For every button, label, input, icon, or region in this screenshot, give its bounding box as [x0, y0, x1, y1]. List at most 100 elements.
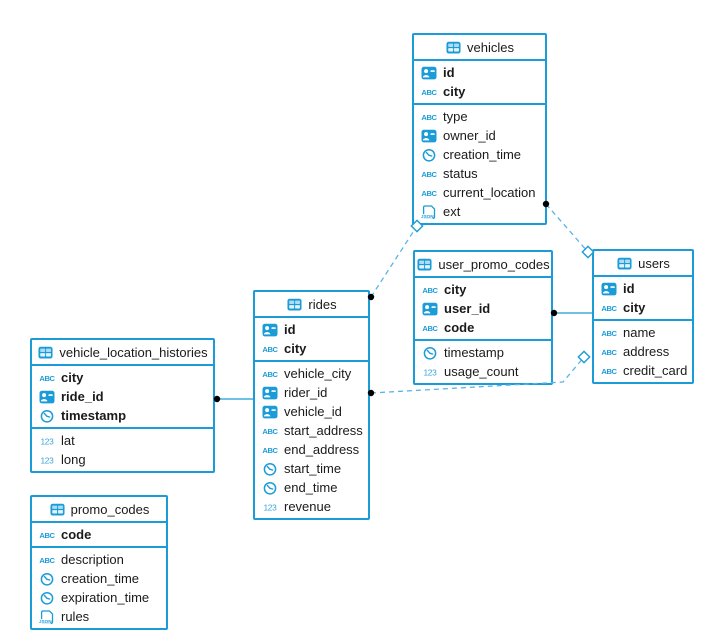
- field-name: vehicle_city: [284, 366, 352, 381]
- field-name: description: [61, 552, 124, 567]
- json-type-icon: [38, 609, 56, 625]
- field-row-owner_id[interactable]: owner_id: [414, 126, 545, 145]
- text-type-icon: [261, 442, 279, 458]
- table-name: vehicles: [467, 39, 514, 55]
- table-promo-codes[interactable]: promo_codes code description creation_tim…: [30, 495, 168, 630]
- field-row-code[interactable]: code: [32, 525, 166, 544]
- id-badge-icon: [421, 301, 439, 317]
- field-name: ride_id: [61, 389, 104, 404]
- field-row-revenue[interactable]: revenue: [255, 497, 368, 516]
- timestamp-icon: [38, 590, 56, 606]
- timestamp-icon: [261, 461, 279, 477]
- relation-user-promo-codes-users: [550, 309, 593, 317]
- field-row-city[interactable]: city: [594, 298, 692, 317]
- table-name: user_promo_codes: [438, 256, 550, 272]
- field-name: end_address: [284, 442, 360, 457]
- field-row-address[interactable]: address: [594, 342, 692, 361]
- table-header[interactable]: vehicle_location_histories: [32, 340, 213, 366]
- table-header[interactable]: promo_codes: [32, 497, 166, 523]
- table-icon: [616, 256, 633, 271]
- id-badge-icon: [420, 128, 438, 144]
- field-row-rider_id[interactable]: rider_id: [255, 383, 368, 402]
- field-row-id[interactable]: id: [594, 279, 692, 298]
- text-type-icon: [600, 363, 618, 379]
- field-name: start_address: [284, 423, 363, 438]
- field-row-city[interactable]: city: [415, 280, 551, 299]
- timestamp-icon: [261, 480, 279, 496]
- field-name: name: [623, 325, 656, 340]
- field-name: user_id: [444, 301, 491, 316]
- field-row-id[interactable]: id: [255, 320, 368, 339]
- field-name: status: [443, 166, 478, 181]
- id-badge-icon: [600, 281, 618, 297]
- field-row-timestamp[interactable]: timestamp: [415, 343, 551, 362]
- field-row-ride_id[interactable]: ride_id: [32, 387, 213, 406]
- field-row-type[interactable]: type: [414, 107, 545, 126]
- field-row-end_time[interactable]: end_time: [255, 478, 368, 497]
- field-row-start_time[interactable]: start_time: [255, 459, 368, 478]
- number-type-icon: [261, 499, 279, 515]
- field-row-creation_time[interactable]: creation_time: [32, 569, 166, 588]
- field-row-rules[interactable]: rules: [32, 607, 166, 626]
- field-row-city[interactable]: city: [255, 339, 368, 358]
- id-badge-icon: [38, 389, 56, 405]
- timestamp-icon: [420, 147, 438, 163]
- field-row-user_id[interactable]: user_id: [415, 299, 551, 318]
- table-header[interactable]: vehicles: [414, 35, 545, 61]
- field-row-city[interactable]: city: [32, 368, 213, 387]
- field-row-long[interactable]: long: [32, 450, 213, 469]
- text-type-icon: [421, 320, 439, 336]
- field-row-timestamp[interactable]: timestamp: [32, 406, 213, 425]
- text-type-icon: [420, 109, 438, 125]
- field-name: start_time: [284, 461, 342, 476]
- field-row-vehicle_id[interactable]: vehicle_id: [255, 402, 368, 421]
- field-row-creation_time[interactable]: creation_time: [414, 145, 545, 164]
- field-row-end_address[interactable]: end_address: [255, 440, 368, 459]
- primary-key-section: city ride_id timestamp: [32, 366, 213, 429]
- id-badge-icon: [261, 322, 279, 338]
- field-row-status[interactable]: status: [414, 164, 545, 183]
- field-name: long: [61, 452, 86, 467]
- text-type-icon: [38, 552, 56, 568]
- table-icon: [445, 40, 462, 55]
- field-row-city[interactable]: city: [414, 82, 545, 101]
- field-row-vehicle_city[interactable]: vehicle_city: [255, 364, 368, 383]
- field-row-start_address[interactable]: start_address: [255, 421, 368, 440]
- field-name: id: [623, 281, 635, 296]
- text-type-icon: [261, 366, 279, 382]
- field-row-expiration_time[interactable]: expiration_time: [32, 588, 166, 607]
- text-type-icon: [38, 527, 56, 543]
- number-type-icon: [421, 364, 439, 380]
- text-type-icon: [600, 300, 618, 316]
- field-name: city: [444, 282, 467, 297]
- field-row-usage_count[interactable]: usage_count: [415, 362, 551, 381]
- table-header[interactable]: users: [594, 251, 692, 277]
- json-type-icon: [420, 204, 438, 220]
- field-row-lat[interactable]: lat: [32, 431, 213, 450]
- table-icon: [49, 502, 66, 517]
- table-header[interactable]: rides: [255, 292, 368, 318]
- field-row-id[interactable]: id: [414, 63, 545, 82]
- field-name: id: [284, 322, 296, 337]
- table-icon: [416, 257, 433, 272]
- id-badge-icon: [420, 65, 438, 81]
- field-row-description[interactable]: description: [32, 550, 166, 569]
- field-row-credit_card[interactable]: credit_card: [594, 361, 692, 380]
- field-name: owner_id: [443, 128, 496, 143]
- field-row-current_location[interactable]: current_location: [414, 183, 545, 202]
- timestamp-icon: [38, 408, 56, 424]
- field-row-code[interactable]: code: [415, 318, 551, 337]
- table-header[interactable]: user_promo_codes: [415, 252, 551, 278]
- fields-section: lat long: [32, 429, 213, 471]
- field-name: city: [61, 370, 84, 385]
- field-row-ext[interactable]: ext: [414, 202, 545, 221]
- table-name: users: [638, 255, 670, 271]
- field-row-name[interactable]: name: [594, 323, 692, 342]
